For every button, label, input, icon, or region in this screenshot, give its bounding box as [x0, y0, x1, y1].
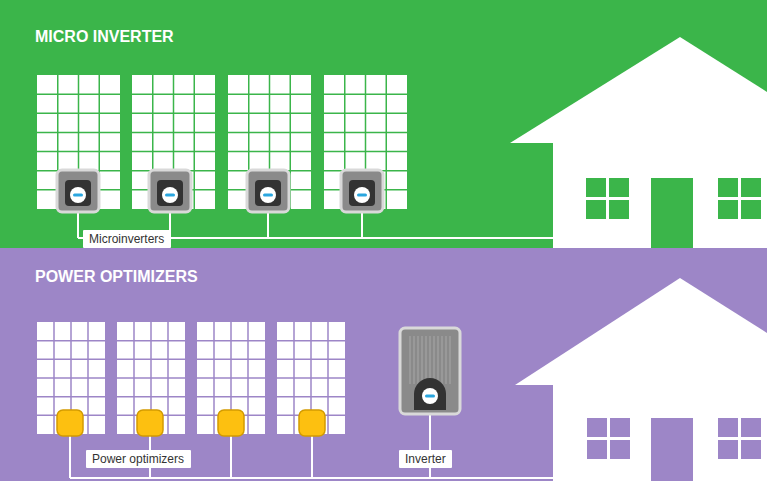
panel-grid	[132, 151, 215, 153]
inverter-fin	[418, 336, 419, 384]
panel-grid	[117, 359, 185, 361]
panel-grid	[117, 340, 185, 342]
solar-panel	[132, 75, 215, 209]
panel-grid	[117, 396, 185, 398]
inverter-fin	[422, 336, 423, 384]
panel-grid	[37, 340, 105, 342]
panel-grid	[37, 396, 105, 398]
panel-grid	[277, 396, 345, 398]
panel-grid	[197, 359, 265, 361]
microinverter	[341, 170, 383, 212]
purple-band	[0, 248, 767, 481]
solar-panel	[324, 75, 407, 209]
part-label: Inverter	[399, 450, 452, 468]
panel-grid	[37, 113, 120, 115]
panel-grid	[277, 340, 345, 342]
inverter-fin	[442, 336, 443, 384]
inverter-fin	[446, 336, 447, 384]
power-optimizer	[299, 410, 325, 436]
panel-grid	[386, 75, 388, 209]
power-optimizer	[218, 410, 244, 436]
inverter-fin	[414, 336, 415, 384]
panel-grid	[197, 377, 265, 379]
panel-grid	[324, 151, 407, 153]
inverter-fin	[430, 336, 431, 384]
panel-grid	[197, 340, 265, 342]
label-text: Inverter	[405, 451, 452, 467]
inverter-fin	[438, 336, 439, 384]
power-optimizer	[57, 410, 83, 436]
part-label: Microinverters	[83, 230, 171, 248]
house	[510, 37, 767, 248]
power-optimizers	[57, 410, 325, 436]
panel-grid	[228, 132, 311, 134]
section-heading: POWER OPTIMIZERS	[35, 268, 198, 286]
solar-panel	[37, 75, 120, 209]
inverter-symbol	[400, 328, 460, 414]
panel-grid	[194, 75, 196, 209]
inverter-fin	[434, 336, 435, 384]
solar-panel	[228, 75, 311, 209]
panel-grid	[324, 93, 407, 95]
label-text: Power optimizers	[92, 451, 191, 467]
inverter-fin	[450, 336, 451, 384]
section-band: MICRO INVERTER Microinverters	[0, 0, 767, 248]
panel-grid	[37, 93, 120, 95]
power-optimizer	[137, 410, 163, 436]
house	[515, 278, 767, 481]
panel-grid	[197, 396, 265, 398]
panel-grid	[37, 132, 120, 134]
inverter-fin	[410, 336, 411, 384]
section-heading: MICRO INVERTER	[35, 28, 174, 46]
panel-grid	[324, 132, 407, 134]
microinverter	[149, 170, 191, 212]
panel-grid	[132, 132, 215, 134]
panel-grid	[117, 377, 185, 379]
microinverters	[57, 170, 383, 212]
panel-grid	[37, 359, 105, 361]
microinverter	[57, 170, 99, 212]
microinverter	[247, 170, 289, 212]
panel-grid	[228, 113, 311, 115]
inverter-fin	[426, 336, 427, 384]
panel-grid	[277, 377, 345, 379]
panel-grid	[277, 359, 345, 361]
panel-grid	[228, 93, 311, 95]
panel-grid	[132, 113, 215, 115]
panel-grid	[37, 377, 105, 379]
panel-grid	[324, 113, 407, 115]
section-band: POWER OPTIMIZERS Power optimizers Inverter	[0, 248, 767, 481]
panel-grid	[37, 151, 120, 153]
panel-grid	[228, 151, 311, 153]
green-band	[0, 0, 767, 248]
panel-grid	[132, 93, 215, 95]
part-label: Power optimizers	[86, 450, 191, 468]
label-text: Microinverters	[89, 231, 171, 247]
